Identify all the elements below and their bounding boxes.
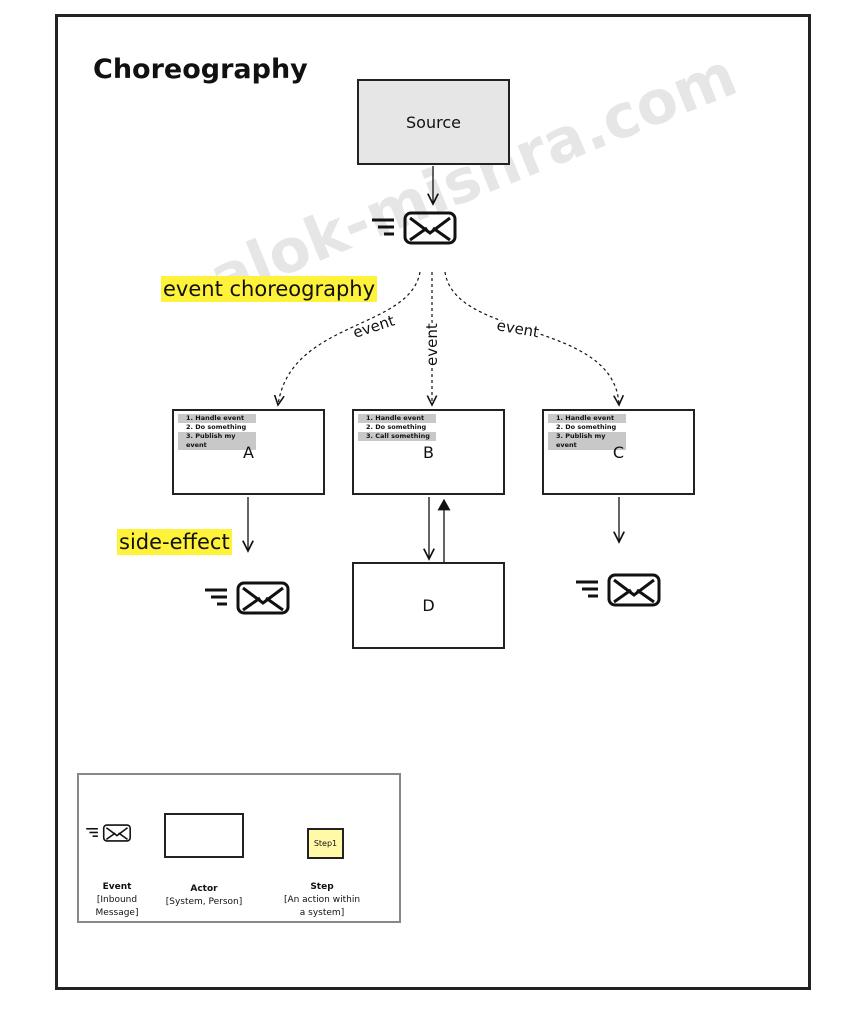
legend-step-text: Step [An action within a system] [277, 881, 367, 920]
actor-label: A [243, 443, 254, 462]
actor-label: B [423, 443, 434, 462]
legend-step-desc: [An action within [283, 895, 361, 905]
dashed-arrow-a [278, 271, 421, 405]
legend-step-title: Step [310, 882, 334, 892]
step: 2. Do something [186, 423, 247, 431]
legend-actor-sample [164, 813, 244, 858]
step: 1. Handle event [178, 414, 256, 423]
event-label-a: event [351, 311, 397, 341]
step: 3. Publish my event [548, 432, 626, 450]
legend-step-sample: Step1 [307, 828, 344, 859]
actor-label: C [612, 443, 625, 462]
legend-step-desc: a system] [299, 908, 345, 918]
envelope-icon [576, 573, 661, 607]
envelope-icon [372, 211, 457, 245]
step: 2. Do something [366, 423, 427, 431]
legend-actor-desc: [System, Person] [165, 897, 243, 907]
step: 2. Do something [556, 423, 617, 431]
step: 1. Handle event [358, 414, 436, 423]
actor-d: D [352, 562, 505, 649]
envelope-icon [205, 581, 290, 615]
legend-event-title: Event [102, 882, 132, 892]
step: 1. Handle event [548, 414, 626, 423]
legend-event-desc: [Inbound [96, 895, 138, 905]
dashed-arrow-c [444, 271, 619, 405]
legend-actor-text: Actor [System, Person] [159, 883, 249, 909]
event-label-b: event [423, 323, 441, 366]
step: 3. Publish my event [178, 432, 256, 450]
event-choreography-label: event choreography [161, 276, 378, 302]
legend-event-desc: Message] [95, 908, 139, 918]
legend-actor-title: Actor [190, 884, 218, 894]
actor-label: D [422, 596, 435, 615]
step-sample-label: Step1 [313, 839, 338, 848]
diagram-title: Choreography [93, 54, 308, 85]
diagram-frame [55, 14, 811, 990]
event-label-c: event [495, 316, 540, 341]
step: 3. Call something [358, 432, 436, 441]
side-effect-label: side-effect [117, 529, 232, 555]
source-label: Source [406, 112, 461, 132]
source-box: Source [357, 79, 510, 165]
